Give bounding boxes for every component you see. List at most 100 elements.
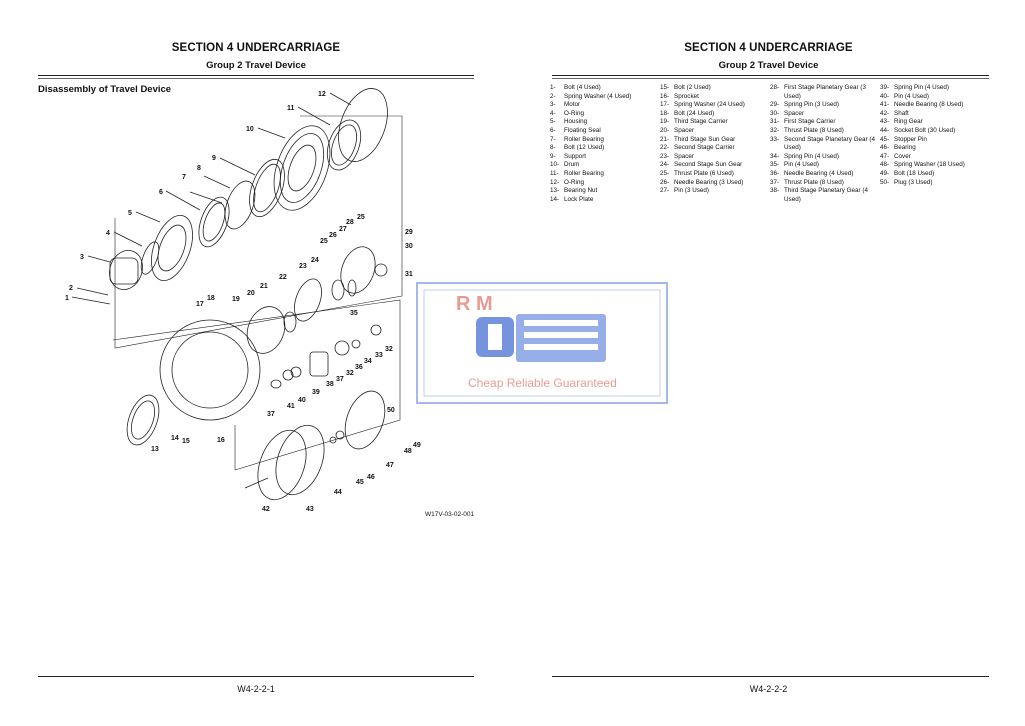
figure-id: W17V-03-02-001 <box>425 511 475 518</box>
part-number: 50- <box>880 178 890 186</box>
part-number: 1- <box>550 84 556 91</box>
part-item: 34-Spring Pin (4 Used) <box>770 153 880 162</box>
part-name: Pin (3 Used) <box>674 187 709 195</box>
part-item: 4-O-Ring <box>550 110 660 119</box>
part-item: 14-Lock Plate <box>550 196 660 205</box>
part-item: 13-Bearing Nut <box>550 187 660 196</box>
part-number: 30- <box>770 109 780 117</box>
part-name: Drum <box>564 161 580 169</box>
svg-text:27: 27 <box>339 226 347 233</box>
part-item: 27- Pin (3 Used) <box>660 187 770 196</box>
part-item: 43-Ring Gear <box>880 118 990 127</box>
parts-column-3: 28-First Stage Planetary Gear (3 Used)29… <box>770 84 880 204</box>
svg-text:16: 16 <box>217 437 225 444</box>
part-name: Bolt (24 Used) <box>674 109 715 117</box>
svg-text:13: 13 <box>151 446 159 453</box>
part-number: 20- <box>660 126 670 134</box>
part-number: 38- <box>770 187 780 195</box>
svg-text:37: 37 <box>267 411 275 418</box>
part-number: 47- <box>880 152 890 160</box>
part-item: 15-Bolt (2 Used) <box>660 84 770 93</box>
part-number: 23- <box>660 152 670 160</box>
part-number: 18- <box>660 109 670 117</box>
svg-text:43: 43 <box>306 506 314 513</box>
part-item: 10-Drum <box>550 161 660 170</box>
svg-text:18: 18 <box>207 295 215 302</box>
part-name: Ring Gear <box>894 118 923 126</box>
part-number: 36- <box>770 169 780 177</box>
part-item: 42-Shaft <box>880 110 990 119</box>
svg-text:8: 8 <box>197 165 201 172</box>
svg-text:48: 48 <box>404 448 412 455</box>
part-number: 24- <box>660 161 670 169</box>
part-item: 22-Second Stage Carrier <box>660 144 770 153</box>
part-number: 45- <box>880 135 890 143</box>
part-item: 40-Pin (4 Used) <box>880 93 990 102</box>
part-item: 11-Roller Bearing <box>550 170 660 179</box>
part-item: 50-Plug (3 Used) <box>880 179 990 188</box>
svg-text:36: 36 <box>355 364 363 371</box>
parts-column-1: 1-Bolt (4 Used)2-Spring Washer (4 Used)3… <box>550 84 660 204</box>
group-title: Group 2 Travel Device <box>718 60 819 71</box>
part-name: Floating Seal <box>564 126 601 134</box>
page-number: W4-2-2-2 <box>749 684 788 694</box>
svg-text:50: 50 <box>387 407 395 414</box>
svg-text:25: 25 <box>357 214 365 221</box>
svg-text:35: 35 <box>350 310 358 317</box>
svg-text:30: 30 <box>405 243 413 250</box>
part-number: 13- <box>550 187 560 195</box>
part-number: 15- <box>660 84 670 91</box>
svg-text:11: 11 <box>287 105 295 112</box>
part-item: 46-Bearing <box>880 144 990 153</box>
part-item: 45- Stopper Pin <box>880 136 990 145</box>
svg-text:1: 1 <box>65 295 69 302</box>
part-name: Thrust Plate (8 Used) <box>784 178 844 186</box>
part-name: Spring Washer (4 Used) <box>564 92 632 100</box>
part-number: 49- <box>880 169 890 177</box>
part-number: 33- <box>770 135 780 143</box>
part-name: Support <box>564 152 587 160</box>
svg-text:10: 10 <box>246 126 254 133</box>
part-name: Socket Bolt (30 Used) <box>894 126 956 134</box>
svg-text:31: 31 <box>405 271 413 278</box>
part-number: 7- <box>550 135 556 143</box>
part-item: 16-Sprocket <box>660 93 770 102</box>
part-name: Bolt (4 Used) <box>564 84 601 91</box>
part-number: 46- <box>880 144 890 152</box>
part-name: Stopper Pin <box>894 135 927 143</box>
svg-text:20: 20 <box>247 290 255 297</box>
part-item: 5-Housing <box>550 118 660 127</box>
part-item: 1- Bolt (4 Used) <box>550 84 660 93</box>
part-item: 29-Spring Pin (3 Used) <box>770 101 880 110</box>
part-name: Spring Pin (4 Used) <box>784 152 839 160</box>
svg-text:45: 45 <box>356 479 364 486</box>
part-number: 3- <box>550 101 556 109</box>
wrench-logo-icon <box>476 314 606 362</box>
part-number: 44- <box>880 126 890 134</box>
part-name: Housing <box>564 118 588 126</box>
svg-text:40: 40 <box>298 397 306 404</box>
part-number: 48- <box>880 161 890 169</box>
part-number: 27- <box>660 187 670 195</box>
svg-text:32: 32 <box>385 346 393 353</box>
part-name: Pin (4 Used) <box>894 92 929 100</box>
part-item: 6-Floating Seal <box>550 127 660 136</box>
part-number: 11- <box>550 169 559 177</box>
part-item: 32-Thrust Plate (8 Used) <box>770 127 880 136</box>
svg-text:46: 46 <box>367 474 375 481</box>
svg-text:3: 3 <box>80 254 84 261</box>
svg-text:25: 25 <box>320 238 328 245</box>
part-number: 35- <box>770 161 780 169</box>
part-item: 49-Bolt (18 Used) <box>880 170 990 179</box>
parts-column-4: 39-Spring Pin (4 Used)40-Pin (4 Used)41-… <box>880 84 990 204</box>
part-number: 8- <box>550 144 556 152</box>
part-number: 32- <box>770 126 780 134</box>
part-name: Lock Plate <box>564 195 594 203</box>
part-number: 39- <box>880 84 890 91</box>
left-page: SECTION 4 UNDERCARRIAGE Group 2 Travel D… <box>0 0 512 726</box>
part-number: 19- <box>660 118 670 126</box>
part-name: Needle Bearing (3 Used) <box>674 178 744 186</box>
part-name: Thrust Plate (6 Used) <box>674 169 734 177</box>
part-number: 16- <box>660 92 670 100</box>
